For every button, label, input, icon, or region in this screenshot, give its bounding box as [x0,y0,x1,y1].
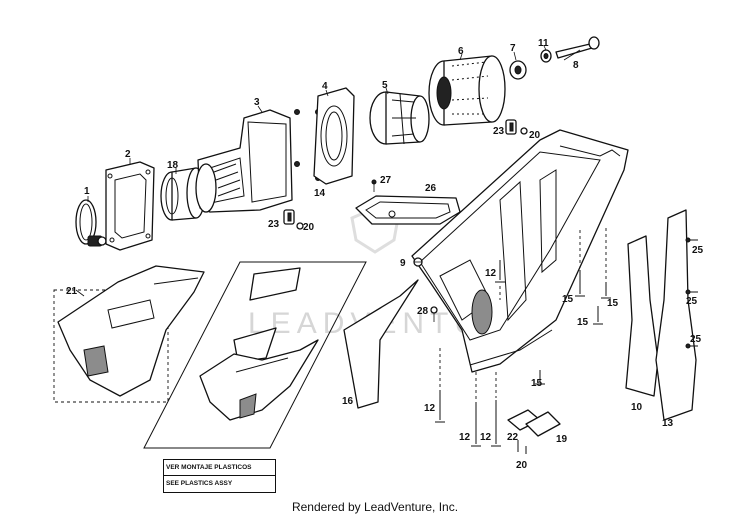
callout-8: 8 [573,60,579,71]
callout-22: 22 [507,432,519,443]
part-side-covers [625,209,697,421]
part-plastics-assy [143,261,367,449]
callout-15-a: 15 [562,294,574,305]
callout-12-c: 12 [459,432,471,443]
part-screw-28 [430,306,438,322]
callout-16: 16 [342,396,354,407]
callout-18: 18 [167,160,179,171]
part-intake-boot [195,109,293,213]
bolts [435,228,611,447]
callout-9: 9 [400,258,406,269]
callout-12-a: 12 [485,268,497,279]
callout-10: 10 [631,402,643,413]
callout-20-c: 20 [516,460,528,471]
footer-credit: Rendered by LeadVenture, Inc. [291,500,459,514]
part-number-plate-inset [53,265,205,403]
part-clamp [75,199,107,247]
part-filter-cage [369,91,430,145]
callout-3: 3 [254,97,260,108]
callout-1: 1 [84,186,90,197]
callout-11: 11 [538,38,549,49]
callout-13: 13 [662,418,674,429]
part-washer-bolt [509,36,600,80]
callout-23-b: 23 [268,219,280,230]
part-side-panel [343,279,419,409]
callout-12-b: 12 [424,403,436,414]
callout-15-c: 15 [577,317,589,328]
part-backing-plate [313,87,355,185]
callout-6: 6 [458,46,464,57]
part-airbox-subframe [411,129,629,373]
callout-14: 14 [314,188,326,199]
plastics-assy-note: VER MONTAJE PLASTICOS SEE PLASTICS ASSY [163,459,276,493]
callout-labels: 1 2 3 4 5 6 7 8 9 10 11 12 12 12 12 13 1… [66,38,704,471]
callout-23-a: 23 [493,126,505,137]
note-line-english: SEE PLASTICS ASSY [164,475,275,491]
callout-12-d: 12 [480,432,492,443]
callout-21: 21 [66,286,78,297]
callout-25-b: 25 [686,296,698,307]
part-flange-plate [105,161,155,251]
callout-15-d: 15 [531,378,543,389]
part-airbox-lid [355,195,461,225]
callout-20-a: 20 [529,130,541,141]
callout-27: 27 [380,175,392,186]
callout-2: 2 [125,149,131,160]
part-clips [283,119,528,230]
callout-28: 28 [417,306,429,317]
callout-25-c: 25 [690,334,702,345]
callout-15-b: 15 [607,298,619,309]
part-foam-filter [428,55,506,126]
leader-lines [75,45,581,297]
callout-25-a: 25 [692,245,704,256]
callout-20-b: 20 [303,222,315,233]
callout-26: 26 [425,183,437,194]
callout-19: 19 [556,434,568,445]
callout-7: 7 [510,43,516,54]
callout-4: 4 [322,81,328,92]
note-line-spanish: VER MONTAJE PLASTICOS [166,464,252,471]
part-screws-25 [685,237,698,349]
callout-5: 5 [382,80,388,91]
part-small-plates [507,409,561,454]
